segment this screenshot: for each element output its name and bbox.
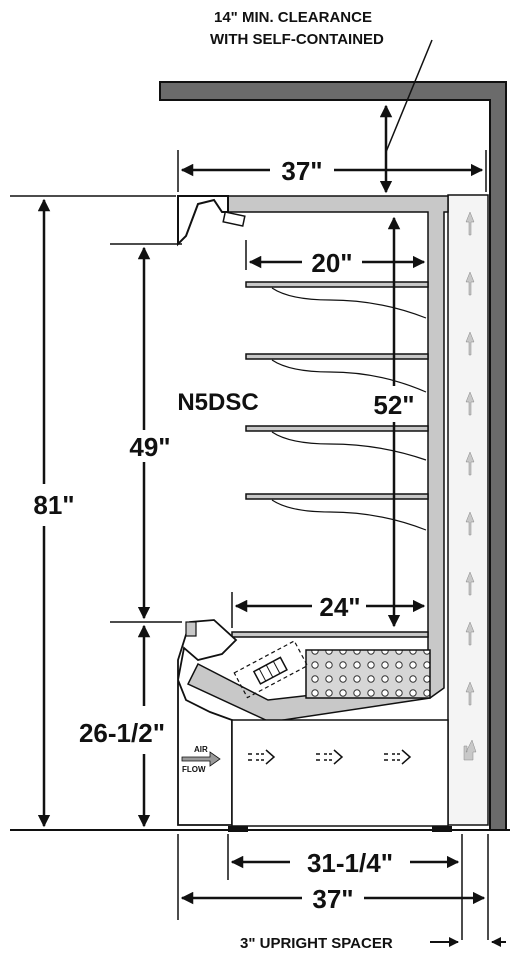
base-depth-label: 31-1/4" (307, 848, 393, 878)
display-height-label: 49" (129, 432, 170, 462)
rear-air-duct (447, 194, 489, 826)
top-depth-label: 37" (281, 156, 322, 186)
clearance-note-line1: 14" MIN. CLEARANCE (214, 9, 372, 26)
shelf-depth-label: 20" (311, 248, 352, 278)
shelf-brackets (271, 287, 427, 531)
fan-assembly (233, 640, 309, 699)
case-body (186, 195, 449, 723)
airflow-arrow (181, 751, 221, 767)
foot-front (228, 826, 248, 832)
coil-box (305, 649, 431, 699)
airflow-label-2: FLOW (182, 765, 206, 774)
dimension-lines (10, 39, 506, 947)
model-label: N5DSC (177, 389, 258, 416)
deck-depth-label: 24" (319, 592, 360, 622)
shelves (231, 281, 429, 638)
base-compartment (231, 719, 449, 827)
front-riser (177, 619, 238, 826)
front-bumper-clip (185, 621, 197, 637)
base-height-label: 26-1/2" (79, 718, 165, 748)
foot-rear (432, 826, 452, 832)
canopy-light (222, 211, 246, 227)
clearance-note-line2: WITH SELF-CONTAINED (210, 31, 384, 48)
interior-height-label: 52" (373, 390, 414, 420)
base-airflow-arrows (248, 749, 412, 765)
upright-spacer-label: 3" UPRIGHT SPACER (240, 935, 393, 952)
bottom-depth-label: 37" (312, 884, 353, 914)
canopy (177, 195, 229, 247)
airflow-label-1: AIR (194, 745, 208, 754)
overall-height-label: 81" (33, 490, 74, 520)
duct-airflow-arrows (463, 211, 477, 761)
